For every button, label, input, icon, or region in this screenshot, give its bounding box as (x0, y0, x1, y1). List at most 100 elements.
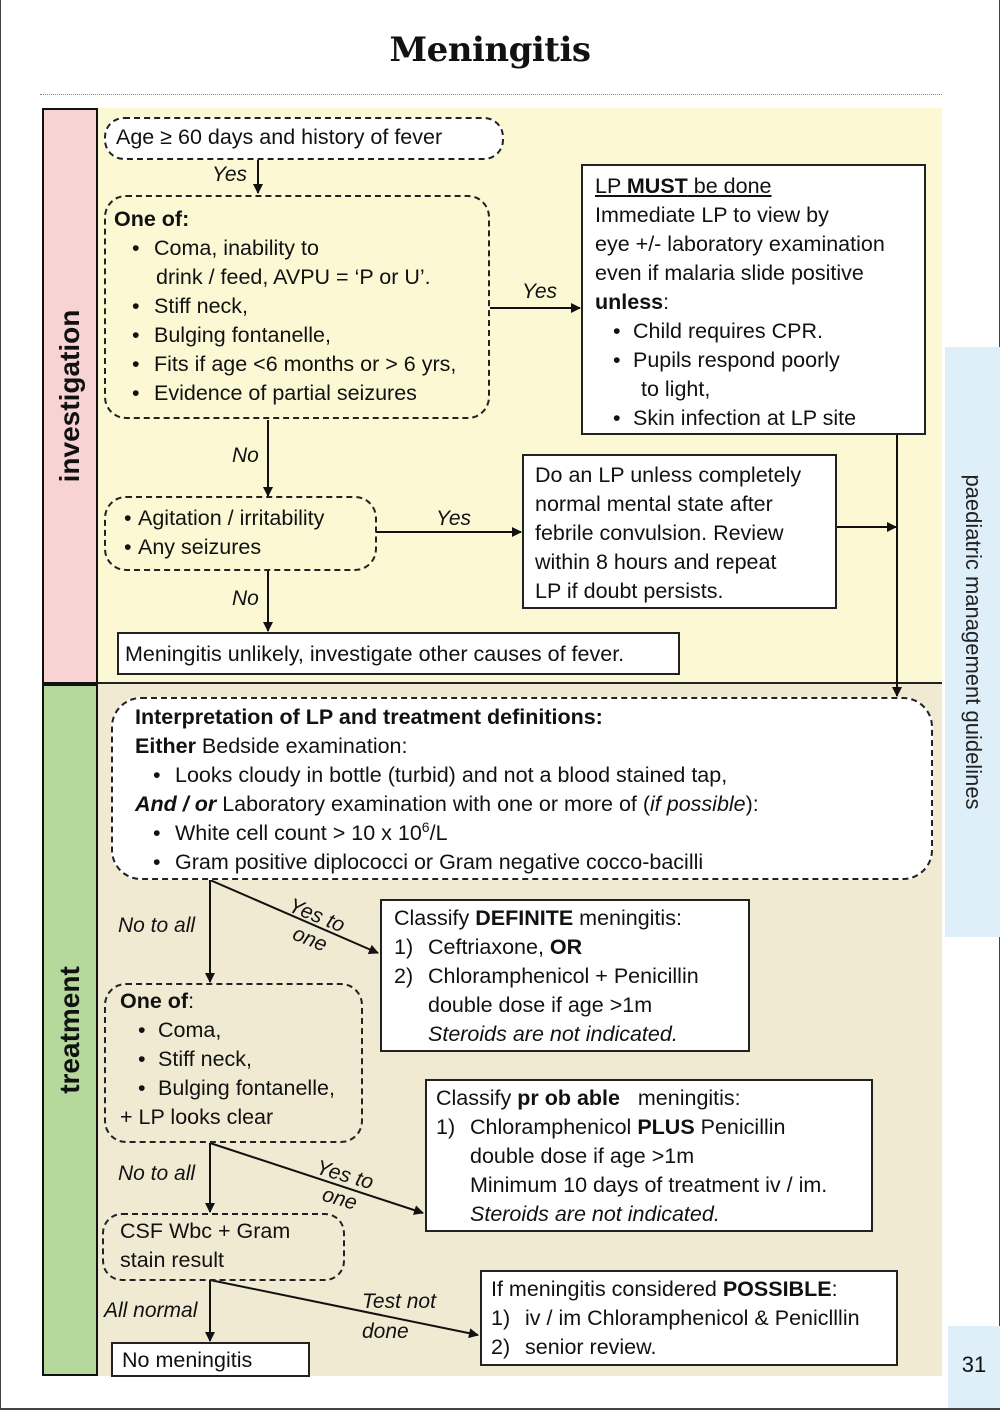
possible-heading: If meningitis considered POSSIBLE: (491, 1275, 887, 1304)
interpretation-box: Interpretation of LP and treatment defin… (111, 697, 933, 880)
lp-must-line-2: eye +/- laboratory examination (595, 232, 885, 256)
arrow-interp-to-definite (209, 879, 379, 954)
guidelines-side-tab: paediatric management guidelines (945, 347, 1000, 937)
agitation-item: Agitation / irritability (106, 504, 375, 533)
do-lp-line-1: Do an LP unless completely (535, 463, 802, 487)
wcc-sup: 6 (421, 818, 430, 835)
unless-word: unless (595, 290, 664, 314)
do-lp-line-5: LP if doubt persists. (535, 579, 724, 603)
lp-must-box: LP MUST be done Immediate LP to view by … (581, 164, 926, 435)
do-lp-line-2: normal mental state after (535, 492, 773, 516)
label-yes-lp-must: Yes (522, 280, 558, 303)
definite-item-1: 1)Ceftriaxone, OR (394, 933, 736, 962)
arrow-oneof-to-probable (209, 1142, 424, 1215)
probable-post: meningitis: (619, 1086, 741, 1110)
possible-item-2-num: 2) (491, 1335, 511, 1359)
oneof-treatment-colon: : (188, 989, 195, 1013)
definite-steroids: Steroids are not indicated. (428, 1022, 678, 1046)
lab-item-gram: Gram positive diplococci or Gram negativ… (135, 848, 909, 877)
label-no-agitation: No (232, 587, 259, 610)
definite-item-2-text: Chloramphenicol + Penicillin (428, 964, 699, 988)
possible-pre: If meningitis considered (491, 1277, 723, 1301)
possible-item-1: 1)iv / im Chloramphenicol & Peniclllin (491, 1304, 887, 1333)
probable-cont-1: double dose if age >1m (470, 1144, 695, 1168)
oneof-item-fontanelle: Bulging fontanelle, (114, 321, 480, 350)
no-meningitis-text: No meningitis (122, 1348, 253, 1372)
do-lp-box: Do an LP unless completely normal mental… (522, 454, 837, 609)
meningitis-unlikely-box: Meningitis unlikely, investigate other c… (117, 632, 680, 675)
label-yes-age: Yes (212, 163, 248, 186)
label-done: done (362, 1320, 409, 1343)
unless-colon: : (663, 290, 670, 314)
lp-exception-pupils-cont: to light, (641, 377, 711, 401)
oneof-item-coma-cont: drink / feed, AVPU = ‘P or U’. (156, 265, 431, 289)
page-number: 31 (961, 1352, 987, 1377)
meningitis-unlikely-text: Meningitis unlikely, investigate other c… (125, 642, 625, 666)
andor-line: And / or Laboratory examination with one… (135, 790, 909, 819)
lp-must-pre: LP (595, 174, 627, 198)
seizures-item: Any seizures (106, 533, 375, 562)
age-fever-box: Age ≥ 60 days and history of fever (104, 117, 504, 160)
lab-item-wcc: White cell count > 10 x 106/L (135, 819, 909, 848)
lp-must-line-1: Immediate LP to view by (595, 203, 829, 227)
probable-item-1-num: 1) (436, 1115, 456, 1139)
probable-item-1-plus: PLUS (637, 1115, 695, 1139)
oneof-treatment-bold: One of (120, 989, 189, 1013)
page-number-tab: 31 (948, 1326, 1000, 1408)
page-border-bottom (0, 1408, 1000, 1410)
definite-post: meningitis: (573, 906, 682, 930)
probable-item-1-pre: Chloramphenicol (470, 1115, 638, 1139)
definite-bold: DEFINITE (475, 906, 574, 930)
lp-must-unless: unless: (595, 288, 912, 317)
lp-must-heading: LP MUST be done (595, 172, 912, 201)
oneof-heading: One of: (114, 207, 190, 231)
label-all-normal: All normal (104, 1299, 198, 1322)
probable-meningitis-box: Classify pr ob able meningitis: 1) Chlora… (425, 1079, 873, 1232)
csf-line-2: stain result (120, 1248, 224, 1272)
possible-bold: POSSIBLE (722, 1277, 832, 1301)
csf-box: CSF Wbc + Gram stain result (102, 1213, 345, 1281)
csf-line-1: CSF Wbc + Gram (120, 1219, 291, 1243)
oneof-item-coma: Coma, inability to (114, 234, 480, 263)
definite-item-1-or: OR (549, 935, 583, 959)
lp-must-line-3: even if malaria slide positive (595, 261, 864, 285)
probable-item-1-post: Penicillin (694, 1115, 786, 1139)
oneof-item-fits: Fits if age <6 months or > 6 yrs, (114, 350, 480, 379)
arrow-csf-to-possible (209, 1279, 479, 1339)
definite-meningitis-box: Classify DEFINITE meningitis: 1)Ceftriax… (380, 899, 750, 1052)
label-no-to-all-2: No to all (118, 1162, 196, 1185)
definite-item-1-text: Ceftriaxone, (428, 935, 550, 959)
no-meningitis-box: No meningitis (111, 1342, 310, 1377)
definite-pre: Classify (394, 906, 476, 930)
oneof-treatment-footer: + LP looks clear (120, 1105, 274, 1129)
section-divider (98, 682, 942, 684)
definite-item-2-cont: double dose if age >1m (428, 993, 653, 1017)
probable-item-1: 1) Chloramphenicol PLUS Penicillin (436, 1113, 862, 1142)
page-border-left (0, 0, 1, 1410)
possible-post: : (831, 1277, 838, 1301)
investigation-section-band: investigation (42, 108, 98, 684)
possible-item-1-text: iv / im Chloramphenicol & Peniclllin (525, 1306, 860, 1330)
either-bold: Either (135, 734, 196, 758)
lp-must-bold: MUST (626, 174, 688, 198)
oneof-treatment-coma: Coma, (120, 1016, 347, 1045)
oneof-treatment-box: One of: Coma, Stiff neck, Bulging fontan… (104, 983, 363, 1143)
possible-item-2: 2) senior review. (491, 1333, 887, 1362)
oneof-treatment-fontanelle: Bulging fontanelle, (120, 1074, 347, 1103)
andor-end: ): (745, 792, 759, 816)
label-no-to-all-1: No to all (118, 914, 196, 937)
oneof-item-partial-seizures: Evidence of partial seizures (114, 379, 480, 408)
page-title: Meningitis (389, 30, 591, 70)
age-fever-text: Age ≥ 60 days and history of fever (116, 125, 443, 149)
label-test-not: Test not (362, 1290, 436, 1313)
probable-steroids: Steroids are not indicated. (470, 1202, 720, 1226)
definite-item-2-num: 2) (394, 964, 414, 988)
treatment-section-band: treatment (42, 684, 98, 1376)
either-rest: Bedside examination: (195, 734, 408, 758)
either-line: Either Bedside examination: (135, 732, 909, 761)
andor-rest: Laboratory examination with one or more … (216, 792, 651, 816)
label-yes-agitation: Yes (436, 507, 472, 530)
probable-heading: Classify pr ob able meningitis: (436, 1084, 862, 1113)
possible-item-2-text: senior review. (525, 1335, 657, 1359)
